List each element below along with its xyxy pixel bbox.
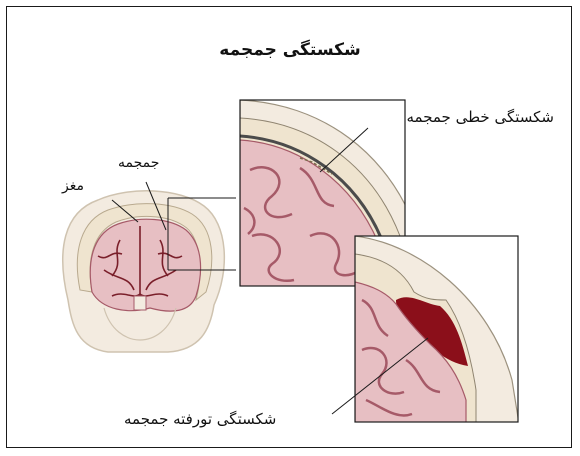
depressed-fracture-inset <box>355 236 520 430</box>
brain-label: مغز <box>62 178 84 194</box>
depressed-fracture-label: شکستگی تورفته جمجمه <box>124 410 276 428</box>
linear-fracture-label: شکستگی خطی جمجمه <box>406 108 554 126</box>
head-cross-section <box>63 191 225 352</box>
skull-label: جمجمه <box>118 155 159 171</box>
